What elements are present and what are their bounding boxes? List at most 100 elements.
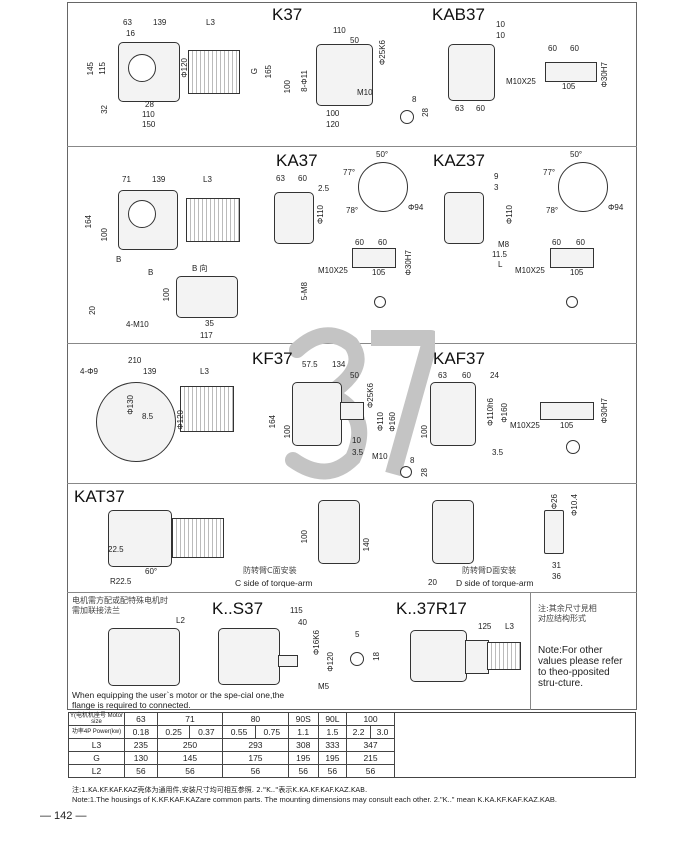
cell: 100 (346, 712, 395, 726)
cell: 195 (317, 751, 348, 765)
dim: Φ110 (376, 412, 385, 432)
dim: 4-M10 (126, 320, 149, 329)
dim: 32 (100, 105, 109, 114)
cell: 235 (124, 738, 158, 752)
dim: M8 (498, 240, 510, 249)
dim: 40 (298, 618, 307, 627)
dim: 3.5 (352, 448, 364, 457)
torque-arm-drawing (544, 510, 564, 554)
dim: Φ94 (408, 203, 424, 212)
k37r17-title: K..37R17 (396, 599, 467, 618)
d-side-label: D side of torque-arm (456, 578, 534, 588)
cell: 215 (346, 751, 395, 765)
dim: Φ120 (180, 58, 189, 78)
dim: 63 (438, 371, 447, 380)
footnotes: 注:1.KA.KF.KAF.KAZ壳体为通用件,安装尺寸均可相互参照. 2."K… (72, 785, 557, 805)
dim: Φ16K6 (312, 630, 321, 656)
dim: 20 (88, 306, 97, 315)
shaft-key-section (374, 296, 386, 308)
ka37-motor-drawing (186, 198, 240, 242)
dim: 110 (333, 26, 346, 35)
dim: Φ30H7 (600, 62, 609, 88)
shaft-key-section (400, 110, 414, 124)
divider (67, 592, 637, 593)
dim: M10X25 (515, 266, 545, 275)
dim: Φ25K6 (378, 40, 387, 66)
dim: 8 (412, 95, 417, 104)
dim: L (498, 260, 503, 269)
side-note: Note:For other values please refer to th… (538, 645, 623, 689)
ks37-title: K..S37 (212, 599, 264, 618)
footnote-cn: 注:1.KA.KF.KAF.KAZ壳体为通用件,安装尺寸均可相互参照. 2."K… (72, 786, 368, 794)
dim: 100 (283, 425, 292, 439)
dim: 100 (283, 80, 292, 94)
dim: 63 (276, 174, 285, 183)
table-row: L2 56 56 56 56 56 56 (68, 764, 636, 778)
cell: 56 (317, 764, 348, 778)
cell: 0.75 (254, 725, 289, 739)
kf37-front-view (292, 382, 342, 446)
kf37-motor-drawing (180, 386, 234, 432)
c-side-label-cn: 防转臂C面安装 (243, 566, 297, 575)
dim: 105 (570, 268, 584, 277)
cell: 1.1 (287, 725, 319, 739)
ka37-front-view (274, 192, 314, 244)
dim: 8-Φ11 (300, 70, 309, 92)
kf37-flange-drawing (96, 382, 176, 462)
cell: 1.5 (317, 725, 348, 739)
cell: 250 (156, 738, 224, 752)
dim: 78° (346, 206, 359, 215)
row-header: L2 (68, 764, 125, 778)
kaf37-shaft-drawing (540, 402, 594, 420)
dim: 16 (126, 29, 135, 38)
shaft-bore (128, 54, 156, 82)
dim: 145 (86, 62, 95, 76)
dim: 134 (332, 360, 346, 369)
dim: 77° (543, 168, 556, 177)
dim: M10 (372, 452, 388, 461)
dim: 115 (98, 62, 107, 75)
watermark-digit-7 (371, 330, 435, 477)
dim: 60 (570, 44, 579, 53)
dim: 139 (152, 175, 166, 184)
cell: 0.37 (189, 725, 224, 739)
dim: 9 (494, 172, 499, 181)
dim: R22.5 (110, 577, 132, 586)
dim: 100 (162, 288, 171, 302)
kf37-title: KF37 (252, 349, 293, 368)
kaz37-front-view (444, 192, 484, 244)
dim: 60 (378, 238, 387, 247)
dim: Φ110 (316, 205, 325, 225)
cell: 63 (124, 712, 158, 726)
dim: M10X25 (506, 77, 536, 86)
kab37-shaft-drawing (545, 62, 597, 82)
dim: M5 (318, 682, 330, 691)
d-side-label-cn: 防转臂D面安装 (462, 566, 517, 575)
kat37-d-side-drawing (432, 500, 474, 564)
ka37-title: KA37 (276, 151, 318, 170)
dim: 28 (421, 108, 430, 117)
kat37-title: KAT37 (74, 487, 125, 506)
cell: 56 (287, 764, 319, 778)
kaf37-front-view (430, 382, 476, 446)
dim: 150 (142, 120, 156, 129)
dim: B (116, 255, 122, 264)
dim: 36 (552, 572, 561, 581)
dim: Φ26 (550, 494, 559, 510)
cell: 0.18 (124, 725, 158, 739)
dim: 100 (100, 228, 109, 242)
kaz37-title: KAZ37 (433, 151, 485, 170)
dim: G (250, 68, 259, 75)
dim: B 向 (192, 264, 208, 273)
shaft-key-section (566, 296, 578, 308)
dim: 8.5 (142, 412, 154, 421)
cell: 71 (156, 712, 224, 726)
dim: 78° (546, 206, 559, 215)
dim: M10X25 (318, 266, 348, 275)
dim: 63 (123, 18, 132, 27)
dim: 125 (478, 622, 492, 631)
dim: 60 (298, 174, 307, 183)
dim: 28 (145, 100, 154, 109)
ks37-drawing (218, 628, 280, 685)
output-shaft (340, 402, 364, 420)
